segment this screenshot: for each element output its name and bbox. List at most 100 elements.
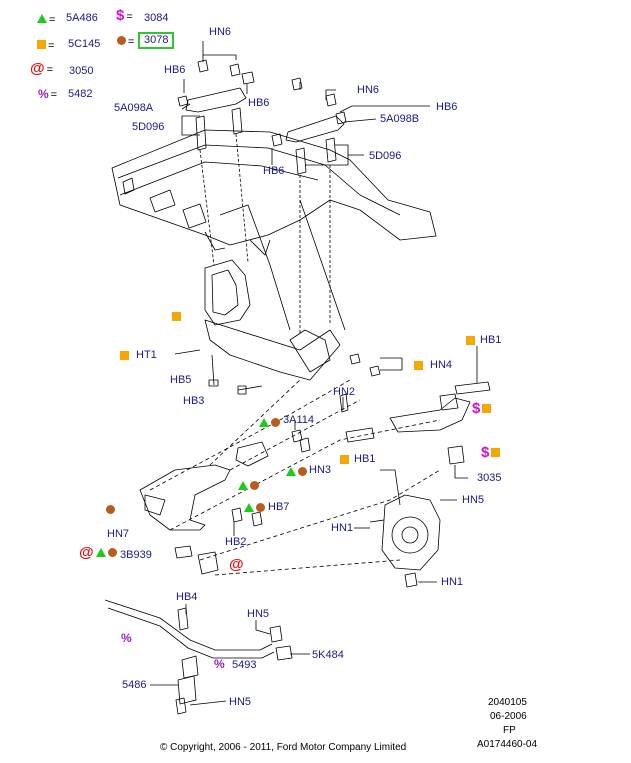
hn6-nuts <box>197 59 241 77</box>
label-hn1-a[interactable]: HN1 <box>331 522 354 534</box>
label-5a098a[interactable]: 5A098A <box>114 102 154 114</box>
label-hb3[interactable]: HB3 <box>183 395 205 407</box>
label-hn6-right[interactable]: HN6 <box>357 84 380 96</box>
triangle-icon: = <box>37 12 55 27</box>
legend-at-value[interactable]: 3050 <box>69 65 94 77</box>
label-hn3[interactable]: HN3 <box>309 464 332 476</box>
hb3-head <box>237 385 247 395</box>
square-icon <box>172 310 181 323</box>
label-5k484[interactable]: 5K484 <box>312 649 344 661</box>
label-3035[interactable]: 3035 <box>477 472 502 484</box>
copyright-text: © Copyright, 2006 - 2011, Ford Motor Com… <box>160 742 407 753</box>
label-5d096-a[interactable]: 5D096 <box>132 121 165 133</box>
label-5493[interactable]: 5493 <box>232 659 257 671</box>
legend-triangle-value[interactable]: 5A486 <box>66 12 98 24</box>
label-hb6-c[interactable]: HB6 <box>436 101 458 113</box>
square-icon <box>466 334 475 347</box>
label-hb6-b[interactable]: HB6 <box>248 97 270 109</box>
hn3-nuts <box>291 429 311 453</box>
5d096-bushings-b <box>295 137 337 175</box>
dollar-icon: $ <box>472 401 492 416</box>
label-hn4[interactable]: HN4 <box>430 359 453 371</box>
legend-percent-value[interactable]: 5482 <box>68 88 93 100</box>
frame-holes <box>149 189 207 229</box>
triangle-icon <box>286 465 307 478</box>
frame-edge-2 <box>119 161 319 196</box>
3b939-bolt <box>174 545 193 559</box>
triangle-icon <box>238 479 259 492</box>
hn6-nuts-right <box>291 77 337 107</box>
percent-icon: % <box>121 631 132 645</box>
5k484-link <box>269 625 293 661</box>
label-hb6-a[interactable]: HB6 <box>164 64 186 76</box>
hub-center <box>401 526 419 544</box>
guide-lines-diag <box>219 199 346 331</box>
knuckle-arm <box>369 469 401 523</box>
at-icon: @ <box>79 545 117 560</box>
steering-knuckle <box>381 494 441 571</box>
hn1-nut-lower <box>404 572 418 588</box>
frame-slot <box>122 177 135 195</box>
label-hn5-b[interactable]: HN5 <box>247 608 270 620</box>
label-5486[interactable]: 5486 <box>122 679 147 691</box>
label-5a098b[interactable]: 5A098B <box>380 113 420 125</box>
hb5-head <box>208 379 219 387</box>
callout-hn5-c <box>189 700 227 706</box>
dollar-icon: $= <box>116 7 133 24</box>
guide-lines-vertical <box>199 133 331 335</box>
upper-control-arm <box>389 397 471 433</box>
footer-code-3: FP <box>503 725 516 736</box>
label-hb4[interactable]: HB4 <box>176 591 198 603</box>
label-hn5-a[interactable]: HN5 <box>462 494 485 506</box>
hb1-bolt-right <box>454 381 491 395</box>
hb7-bolts <box>231 507 263 527</box>
callout-hn4 <box>380 357 403 371</box>
label-hb2[interactable]: HB2 <box>225 536 247 548</box>
label-3a114[interactable]: 3A114 <box>283 414 314 426</box>
hub-bearing <box>391 516 429 554</box>
upper-arm-right <box>285 115 345 143</box>
label-hn1-b[interactable]: HN1 <box>441 576 464 588</box>
label-hb7[interactable]: HB7 <box>268 501 290 513</box>
footer-code-1: 2040105 <box>488 697 527 708</box>
percent-icon: % <box>214 657 225 671</box>
label-hn5-c[interactable]: HN5 <box>229 696 252 708</box>
callout-3035 <box>454 465 468 479</box>
label-ht1[interactable]: HT1 <box>136 349 157 361</box>
legend-dollar-value[interactable]: 3084 <box>144 12 169 24</box>
hn5-nut-bottom <box>175 697 187 715</box>
legend-circle-value[interactable]: 3078 <box>138 32 175 49</box>
hb6-bolts <box>177 71 255 107</box>
label-hn7[interactable]: HN7 <box>107 528 130 540</box>
label-hn2[interactable]: HN2 <box>333 386 356 398</box>
label-hb6-d[interactable]: HB6 <box>263 165 285 177</box>
label-3b939[interactable]: 3B939 <box>120 549 152 561</box>
dollar-icon: $ <box>481 445 501 460</box>
lower-ball-joint <box>197 551 219 575</box>
footer-code-4: A0174460-04 <box>477 739 538 750</box>
frame-edge <box>117 144 401 216</box>
callout-5a098a <box>181 103 191 110</box>
5493-bushing <box>181 655 199 679</box>
circle-icon <box>106 503 115 516</box>
3a114-bracket <box>235 441 269 467</box>
hn2-nut <box>339 393 349 413</box>
bracket-inner <box>211 269 239 316</box>
label-hb1-b[interactable]: HB1 <box>354 453 376 465</box>
label-5d096-b[interactable]: 5D096 <box>369 150 402 162</box>
stabilizer-bar-edge <box>107 607 275 659</box>
5486-bracket <box>177 675 197 705</box>
lca-bushing <box>144 494 166 516</box>
label-hb1-a[interactable]: HB1 <box>480 334 502 346</box>
upper-arm-left <box>185 87 247 113</box>
callout-hn5-b <box>255 620 271 635</box>
triangle-icon <box>244 501 265 514</box>
label-hb5-a[interactable]: HB5 <box>170 374 192 386</box>
leader-lines <box>149 379 441 531</box>
callout-5d096-a <box>181 115 200 136</box>
label-hn6-top[interactable]: HN6 <box>209 26 232 38</box>
percent-icon: %= <box>38 87 58 102</box>
legend-square-value[interactable]: 5C145 <box>68 38 101 50</box>
callout-hb6-c <box>339 105 430 113</box>
